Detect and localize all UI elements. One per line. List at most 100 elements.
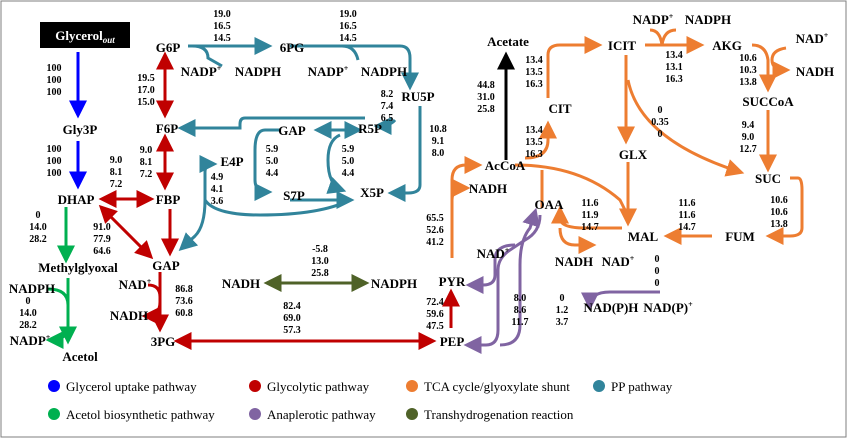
legend-item-acetol: Acetol biosynthetic pathway bbox=[48, 407, 215, 422]
pep-oaa-arrow bbox=[499, 207, 540, 347]
gap-s7p-loop bbox=[253, 128, 280, 201]
pyr-label: PYR bbox=[439, 274, 466, 289]
oaa-label: OAA bbox=[535, 197, 565, 212]
legend-label-pp: PP pathway bbox=[611, 379, 673, 394]
gap-label: GAP bbox=[152, 258, 180, 273]
6pg-label: 6PG bbox=[280, 40, 305, 55]
legend-item-transhydro: Transhydrogenation reaction bbox=[406, 407, 574, 422]
accoa-label: AcCoA bbox=[485, 158, 526, 173]
legend-label-glycolytic: Glycolytic pathway bbox=[267, 379, 370, 394]
s7p-label: S7P bbox=[283, 188, 305, 203]
akg-nadh-label: NADH bbox=[796, 64, 834, 79]
legend-label-tca: TCA cycle/glyoxylate shunt bbox=[424, 379, 570, 394]
succoa-label: SUCCoA bbox=[742, 94, 794, 109]
akg-label: AKG bbox=[712, 38, 742, 53]
glycerol-out-label: Glycerolout bbox=[55, 28, 115, 45]
tal-gap-arrow bbox=[178, 199, 207, 252]
g6p-nadph-label: NADPH bbox=[235, 64, 281, 79]
x5p-label: X5P bbox=[360, 185, 384, 200]
mal-nadh-label: NADH bbox=[555, 254, 593, 269]
cofactor-labels: NADP+ NADPH NADP+ NADPH NADPH NADP+ NAD+… bbox=[9, 12, 834, 348]
3pg-label: 3PG bbox=[151, 334, 176, 349]
oaa-pep-arrow bbox=[463, 214, 542, 354]
legend-item-glycolytic: Glycolytic pathway bbox=[249, 379, 370, 394]
acetol-nadph-label: NADPH bbox=[9, 281, 55, 296]
metabolite-labels: Gly3P DHAP Methylglyoxal Acetol G6P F6P … bbox=[38, 34, 794, 364]
6pg-ru5p-arrow bbox=[290, 44, 419, 91]
legend-swatch-transhydro bbox=[406, 408, 418, 420]
ru5p-label: RU5P bbox=[401, 89, 434, 104]
accoa-cit-arrow bbox=[524, 120, 557, 160]
methylglyoxal-label: Methylglyoxal bbox=[38, 260, 118, 275]
x5p-e4p-arrow bbox=[199, 155, 351, 217]
f6p-label: F6P bbox=[156, 121, 178, 136]
r5p-f6p-arrow bbox=[177, 116, 365, 137]
legend-item-uptake: Glycerol uptake pathway bbox=[48, 379, 197, 394]
pyr-accoa-arrow bbox=[450, 156, 483, 258]
legend-label-anaplerotic: Anaplerotic pathway bbox=[267, 407, 376, 422]
icit-nadph-label: NADPH bbox=[685, 12, 731, 27]
icit-suc-arrow bbox=[626, 79, 745, 177]
s7p-x5p-loop bbox=[326, 133, 347, 194]
suc-label: SUC bbox=[755, 171, 781, 186]
acetol-nadph-in bbox=[47, 287, 70, 306]
dhap-gap-arrow bbox=[98, 204, 154, 260]
6pg-nadp-label: NADP+ bbox=[308, 64, 349, 79]
me-nadph-label: NAD(P)H bbox=[584, 300, 639, 315]
glycerol-out-box bbox=[40, 22, 130, 48]
icit-label: ICIT bbox=[608, 38, 637, 53]
legend-label-transhydro: Transhydrogenation reaction bbox=[424, 407, 574, 422]
pep-label: PEP bbox=[440, 334, 465, 349]
icit-nadp-label: NADP+ bbox=[633, 12, 674, 27]
akg-nad-loop bbox=[770, 46, 791, 79]
legend-label-uptake: Glycerol uptake pathway bbox=[66, 379, 197, 394]
gap-nadh-out bbox=[141, 301, 162, 325]
mal-oaa-arrow bbox=[551, 205, 622, 230]
acetol-arrows bbox=[45, 207, 77, 349]
acetol-nadp-label: NADP+ bbox=[10, 333, 51, 348]
transhydro-nadph-label: NADPH bbox=[371, 276, 417, 291]
6pg-nadph-branch bbox=[341, 44, 360, 61]
gap-nad-label: NAD+ bbox=[119, 277, 152, 292]
transhydro-nadh-label: NADH bbox=[222, 276, 260, 291]
legend-item-tca: TCA cycle/glyoxylate shunt bbox=[406, 379, 570, 394]
akg-succoa-arrow bbox=[751, 43, 777, 93]
legend-swatch-uptake bbox=[48, 380, 60, 392]
anaplerotic-arrows bbox=[463, 207, 660, 354]
r5p-label: R5P bbox=[358, 121, 382, 136]
gap-nadh-label: NADH bbox=[110, 308, 148, 323]
legend-item-pp: PP pathway bbox=[593, 379, 673, 394]
pyr-nadh-out bbox=[450, 179, 471, 201]
legend-swatch-anaplerotic bbox=[249, 408, 261, 420]
akg-nad-label: NAD+ bbox=[796, 31, 829, 46]
cit-label: CIT bbox=[548, 101, 571, 116]
pp-arrows bbox=[177, 37, 422, 252]
acetol-nadp-out bbox=[45, 325, 70, 349]
g6p-label: G6P bbox=[156, 40, 181, 55]
legend-label-acetol: Acetol biosynthetic pathway bbox=[66, 407, 215, 422]
glycolysis-arrows bbox=[98, 51, 460, 350]
